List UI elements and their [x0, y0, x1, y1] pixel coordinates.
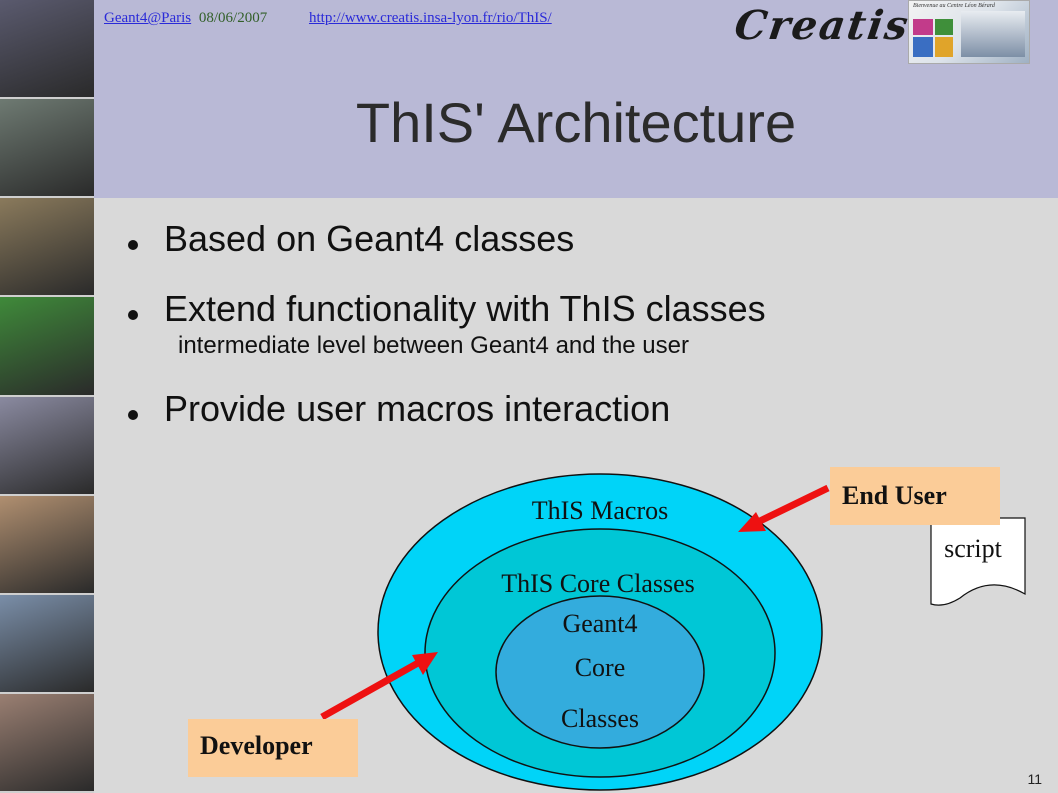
- middle-label: ThIS Core Classes: [501, 569, 695, 598]
- photo-tile: [0, 297, 94, 397]
- photo-tile: [0, 198, 94, 298]
- photo-tile: [0, 495, 94, 595]
- top-meta: Geant4@Paris 08/06/2007 http://www.creat…: [104, 10, 552, 27]
- inner-label-line-2: Core: [575, 653, 626, 682]
- outer-label: ThIS Macros: [532, 496, 668, 525]
- photo-tile: [0, 0, 94, 100]
- logo-tag: Bienvenue au Centre Léon Bérard: [913, 3, 995, 9]
- end-user-text: End User: [842, 481, 947, 510]
- conference-link[interactable]: Geant4@Paris: [104, 10, 192, 26]
- developer-text: Developer: [200, 731, 313, 760]
- developer-label: Developer: [188, 719, 358, 777]
- photo-tile: [0, 594, 94, 694]
- url-link[interactable]: http://www.creatis.insa-lyon.fr/rio/ThIS…: [308, 10, 552, 26]
- bullet-text: Based on Geant4 classes: [164, 218, 575, 259]
- photo-strip: [0, 0, 94, 793]
- creatis-logo: Creatis: [731, 2, 913, 49]
- inner-ellipse: [495, 595, 705, 749]
- bullet-item: Extend functionality with ThIS classes i…: [128, 288, 766, 360]
- bullet-subtext: intermediate level between Geant4 and th…: [178, 332, 689, 359]
- photo-tile: [0, 693, 94, 793]
- page-number: 11: [1027, 771, 1042, 787]
- developer-arrow: [320, 659, 420, 721]
- script-label: script: [944, 534, 1003, 563]
- date-text: 08/06/2007: [198, 10, 268, 26]
- developer-arrowhead: [412, 652, 438, 675]
- end-user-arrow: [758, 484, 830, 525]
- end-user-label: End User: [830, 467, 1000, 525]
- inner-label-line-1: Geant4: [562, 609, 637, 638]
- bullet-text: Provide user macros interaction: [164, 388, 671, 429]
- bullet-item: Based on Geant4 classes: [128, 218, 766, 260]
- inner-label-line-3: Classes: [561, 704, 639, 733]
- end-user-arrowhead: [738, 512, 766, 532]
- photo-tile: [0, 99, 94, 199]
- header-band: [94, 0, 1058, 198]
- outer-ellipse: [377, 473, 823, 791]
- photo-tile: [0, 396, 94, 496]
- middle-ellipse: [424, 528, 776, 778]
- script-document-icon: [930, 517, 1026, 606]
- bullet-item: Provide user macros interaction: [128, 388, 766, 430]
- clb-logo-image: Bienvenue au Centre Léon Bérard: [908, 0, 1030, 64]
- bullet-list: Based on Geant4 classes Extend functiona…: [128, 218, 766, 458]
- slide-title: ThIS' Architecture: [355, 91, 797, 154]
- bullet-text: Extend functionality with ThIS classes: [164, 288, 766, 329]
